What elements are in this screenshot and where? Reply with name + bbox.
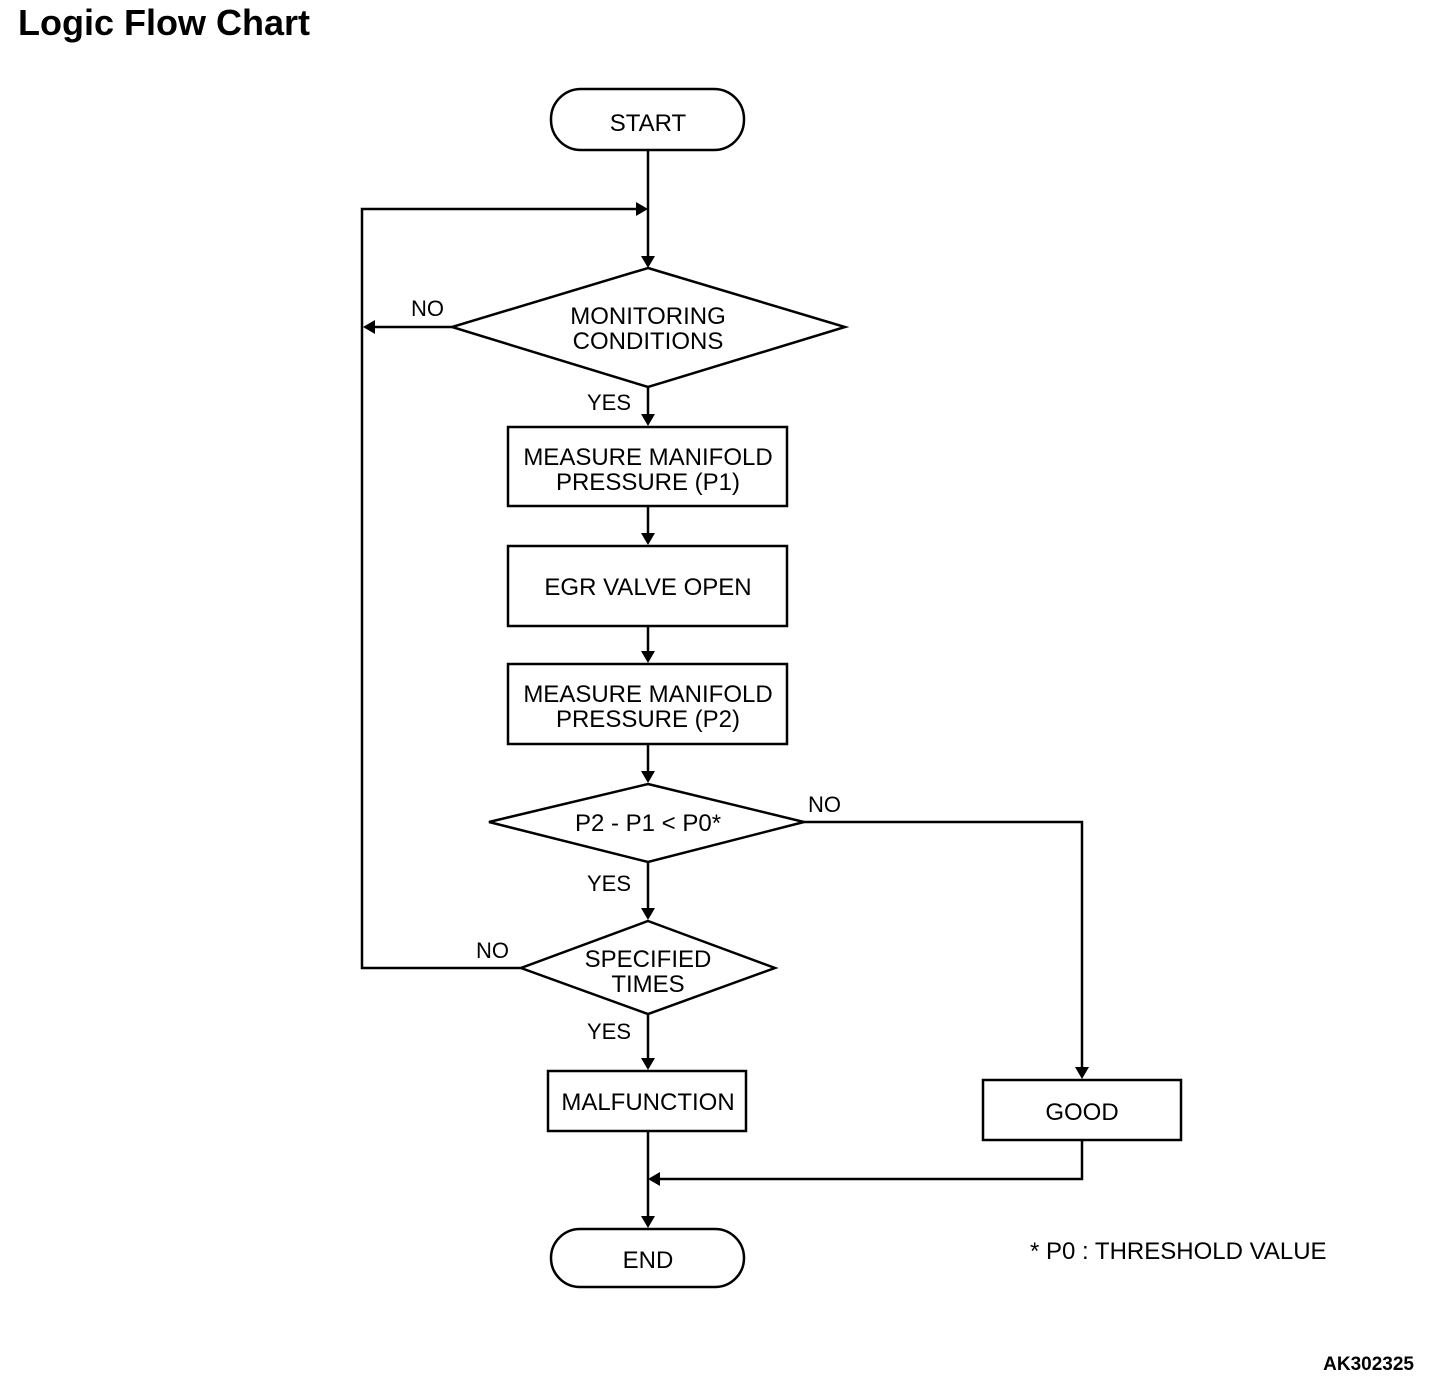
arrow-head [641,256,655,268]
branch-label-compare-no: NO [808,792,841,817]
malfunction-process: MALFUNCTION [546,1069,748,1133]
branch-label-monitoring-yes: YES [587,390,631,415]
measure-p2-label-line1: MEASURE MANIFOLD [523,681,772,708]
measure-p1-process: MEASURE MANIFOLD PRESSURE (P1) [506,425,789,508]
branch-label-specified-yes: YES [587,1019,631,1044]
specified-label-line1: SPECIFIED [585,946,712,973]
measure-p2-label-line2: PRESSURE (P2) [556,706,740,733]
arrow-head [363,320,375,334]
measure-p1-label-line1: MEASURE MANIFOLD [523,444,772,471]
page-title: Logic Flow Chart [18,2,310,43]
arrow-head [641,771,655,783]
connector-loop-back [360,207,636,970]
compare-label: P2 - P1 < P0* [575,810,721,837]
arrow-head [641,908,655,920]
measure-p2-process: MEASURE MANIFOLD PRESSURE (P2) [506,662,789,746]
connector-good-to-end [660,1140,1084,1181]
arrow-head [1075,1067,1089,1079]
arrow-head [641,414,655,426]
good-label: GOOD [1045,1099,1118,1126]
specified-label-line2: TIMES [611,971,684,998]
monitoring-label-line2: CONDITIONS [573,328,724,355]
branch-label-compare-yes: YES [587,871,631,896]
arrow-head [636,202,648,216]
start-terminal: START [549,87,746,152]
specified-times-decision: SPECIFIED TIMES [517,919,779,1016]
arrow-head [641,1216,655,1228]
end-terminal: END [549,1227,746,1289]
arrow-heads [363,202,1089,1228]
compare-decision: P2 - P1 < P0* [488,782,805,864]
threshold-note: * P0 : THRESHOLD VALUE [1030,1238,1327,1265]
arrow-head [641,533,655,545]
branch-label-monitoring-no: NO [411,296,444,321]
arrow-head [648,1172,660,1186]
connector-compare-no-to-good [804,820,1084,1067]
connectors [360,150,1084,1216]
start-label: START [610,110,687,137]
measure-p1-label-line2: PRESSURE (P1) [556,469,740,496]
arrow-head [641,1058,655,1070]
egr-label: EGR VALVE OPEN [544,574,751,601]
arrow-head [641,651,655,663]
monitoring-label-line1: MONITORING [570,303,726,330]
figure-code: AK302325 [1323,1354,1414,1375]
egr-valve-open-process: EGR VALVE OPEN [506,544,789,628]
branch-label-specified-no: NO [476,938,509,963]
monitoring-conditions-decision: MONITORING CONDITIONS [447,266,850,389]
end-label: END [623,1247,674,1274]
malfunction-label: MALFUNCTION [561,1089,734,1116]
good-process: GOOD [981,1078,1183,1142]
